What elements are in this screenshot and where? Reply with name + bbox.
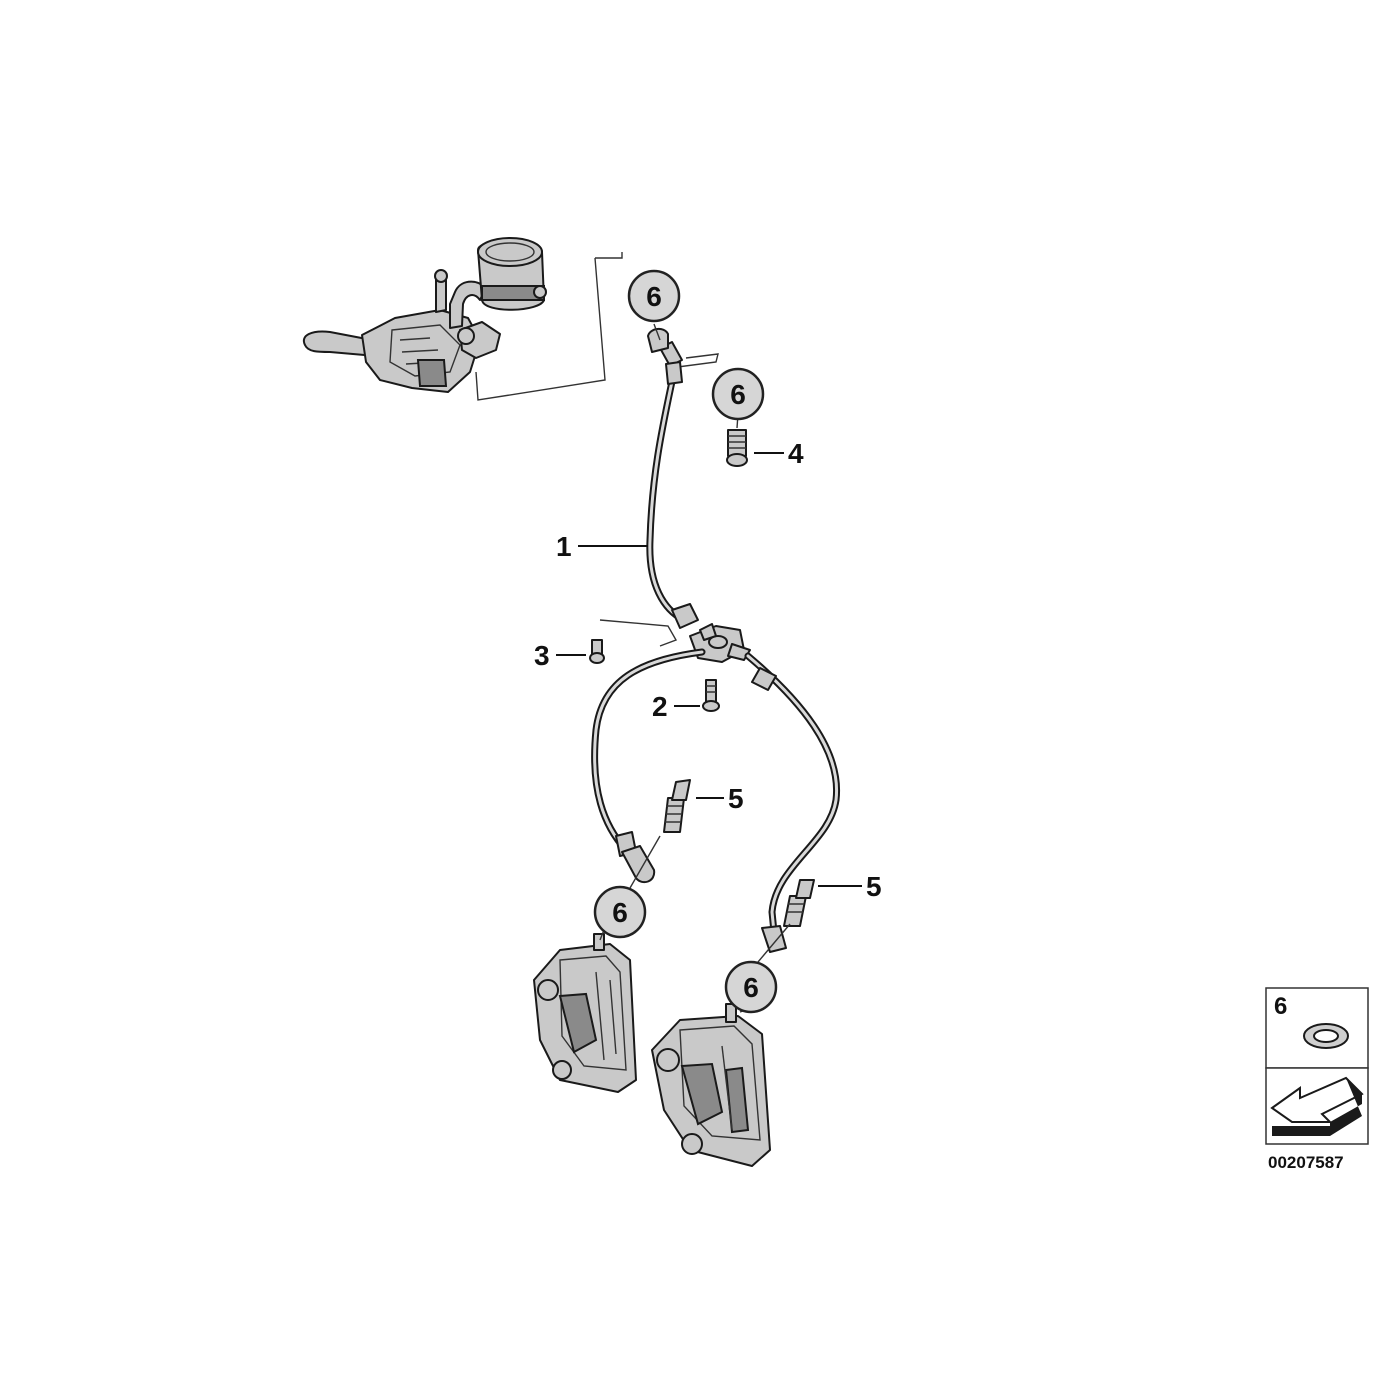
callout-washer-top-2[interactable]: 6 <box>711 367 765 421</box>
brake-hose-left <box>591 648 706 884</box>
callout-bolt-junction[interactable]: 2 <box>652 691 668 722</box>
callout-washer-top-1[interactable]: 6 <box>627 269 681 323</box>
legend-box: 6 <box>1265 987 1369 1145</box>
washer-icon <box>1303 1023 1349 1049</box>
legend-item-number: 6 <box>1274 993 1287 1020</box>
callout-hose-main[interactable]: 1 <box>556 531 572 562</box>
callout-banjo-bolt-top[interactable]: 4 <box>788 438 804 469</box>
junction-block <box>689 623 751 663</box>
brake-caliper-left <box>533 933 637 1093</box>
callout-label: 6 <box>730 379 746 410</box>
group-bracket-junction <box>599 619 678 647</box>
callout-bolt-small[interactable]: 3 <box>534 640 550 671</box>
callout-washer-left-caliper[interactable]: 6 <box>593 885 647 939</box>
bolt-small <box>589 639 605 664</box>
banjo-bolt-top <box>726 429 748 467</box>
callout-label: 6 <box>743 972 759 1003</box>
arrow-icon <box>1270 1076 1364 1136</box>
group-bracket-top <box>475 252 719 401</box>
junction-bolt <box>702 679 720 712</box>
callout-label: 6 <box>612 897 628 928</box>
callout-bleed-valve-left[interactable]: 5 <box>728 783 744 814</box>
callout-label: 6 <box>646 281 662 312</box>
master-cylinder-assembly <box>302 237 547 393</box>
diagram-id: 00207587 <box>1268 1153 1344 1172</box>
brake-caliper-right <box>651 1003 771 1167</box>
callout-washer-right-caliper[interactable]: 6 <box>724 960 778 1014</box>
brake-hose-right <box>744 652 841 953</box>
callout-bleed-valve-right[interactable]: 5 <box>866 871 882 902</box>
bleed-valve-right <box>783 879 815 927</box>
brake-hose-upper <box>646 328 699 629</box>
bleed-valve-left <box>663 779 691 833</box>
